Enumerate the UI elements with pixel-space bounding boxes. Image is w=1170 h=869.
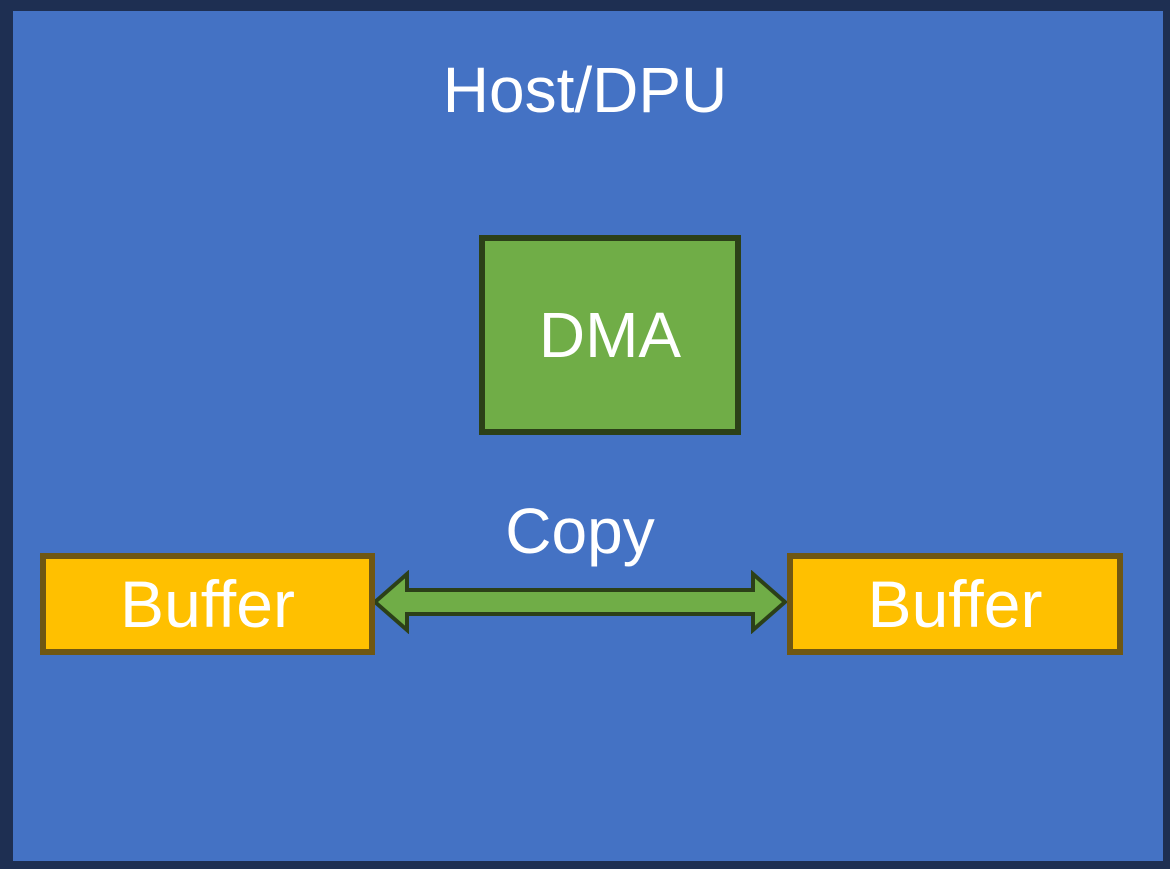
copy-edge-label: Copy — [505, 495, 655, 567]
buffer-left-node: Buffer — [40, 553, 375, 655]
double-arrow-icon — [373, 570, 787, 634]
buffer-left-label: Buffer — [120, 567, 295, 641]
host-dpu-container — [13, 11, 1163, 861]
dma-node-label: DMA — [538, 299, 682, 371]
buffer-right-label: Buffer — [867, 567, 1043, 641]
buffer-right-node: Buffer — [787, 553, 1123, 655]
diagram-title: Host/DPU — [442, 54, 728, 126]
dma-node: DMA — [479, 235, 741, 435]
